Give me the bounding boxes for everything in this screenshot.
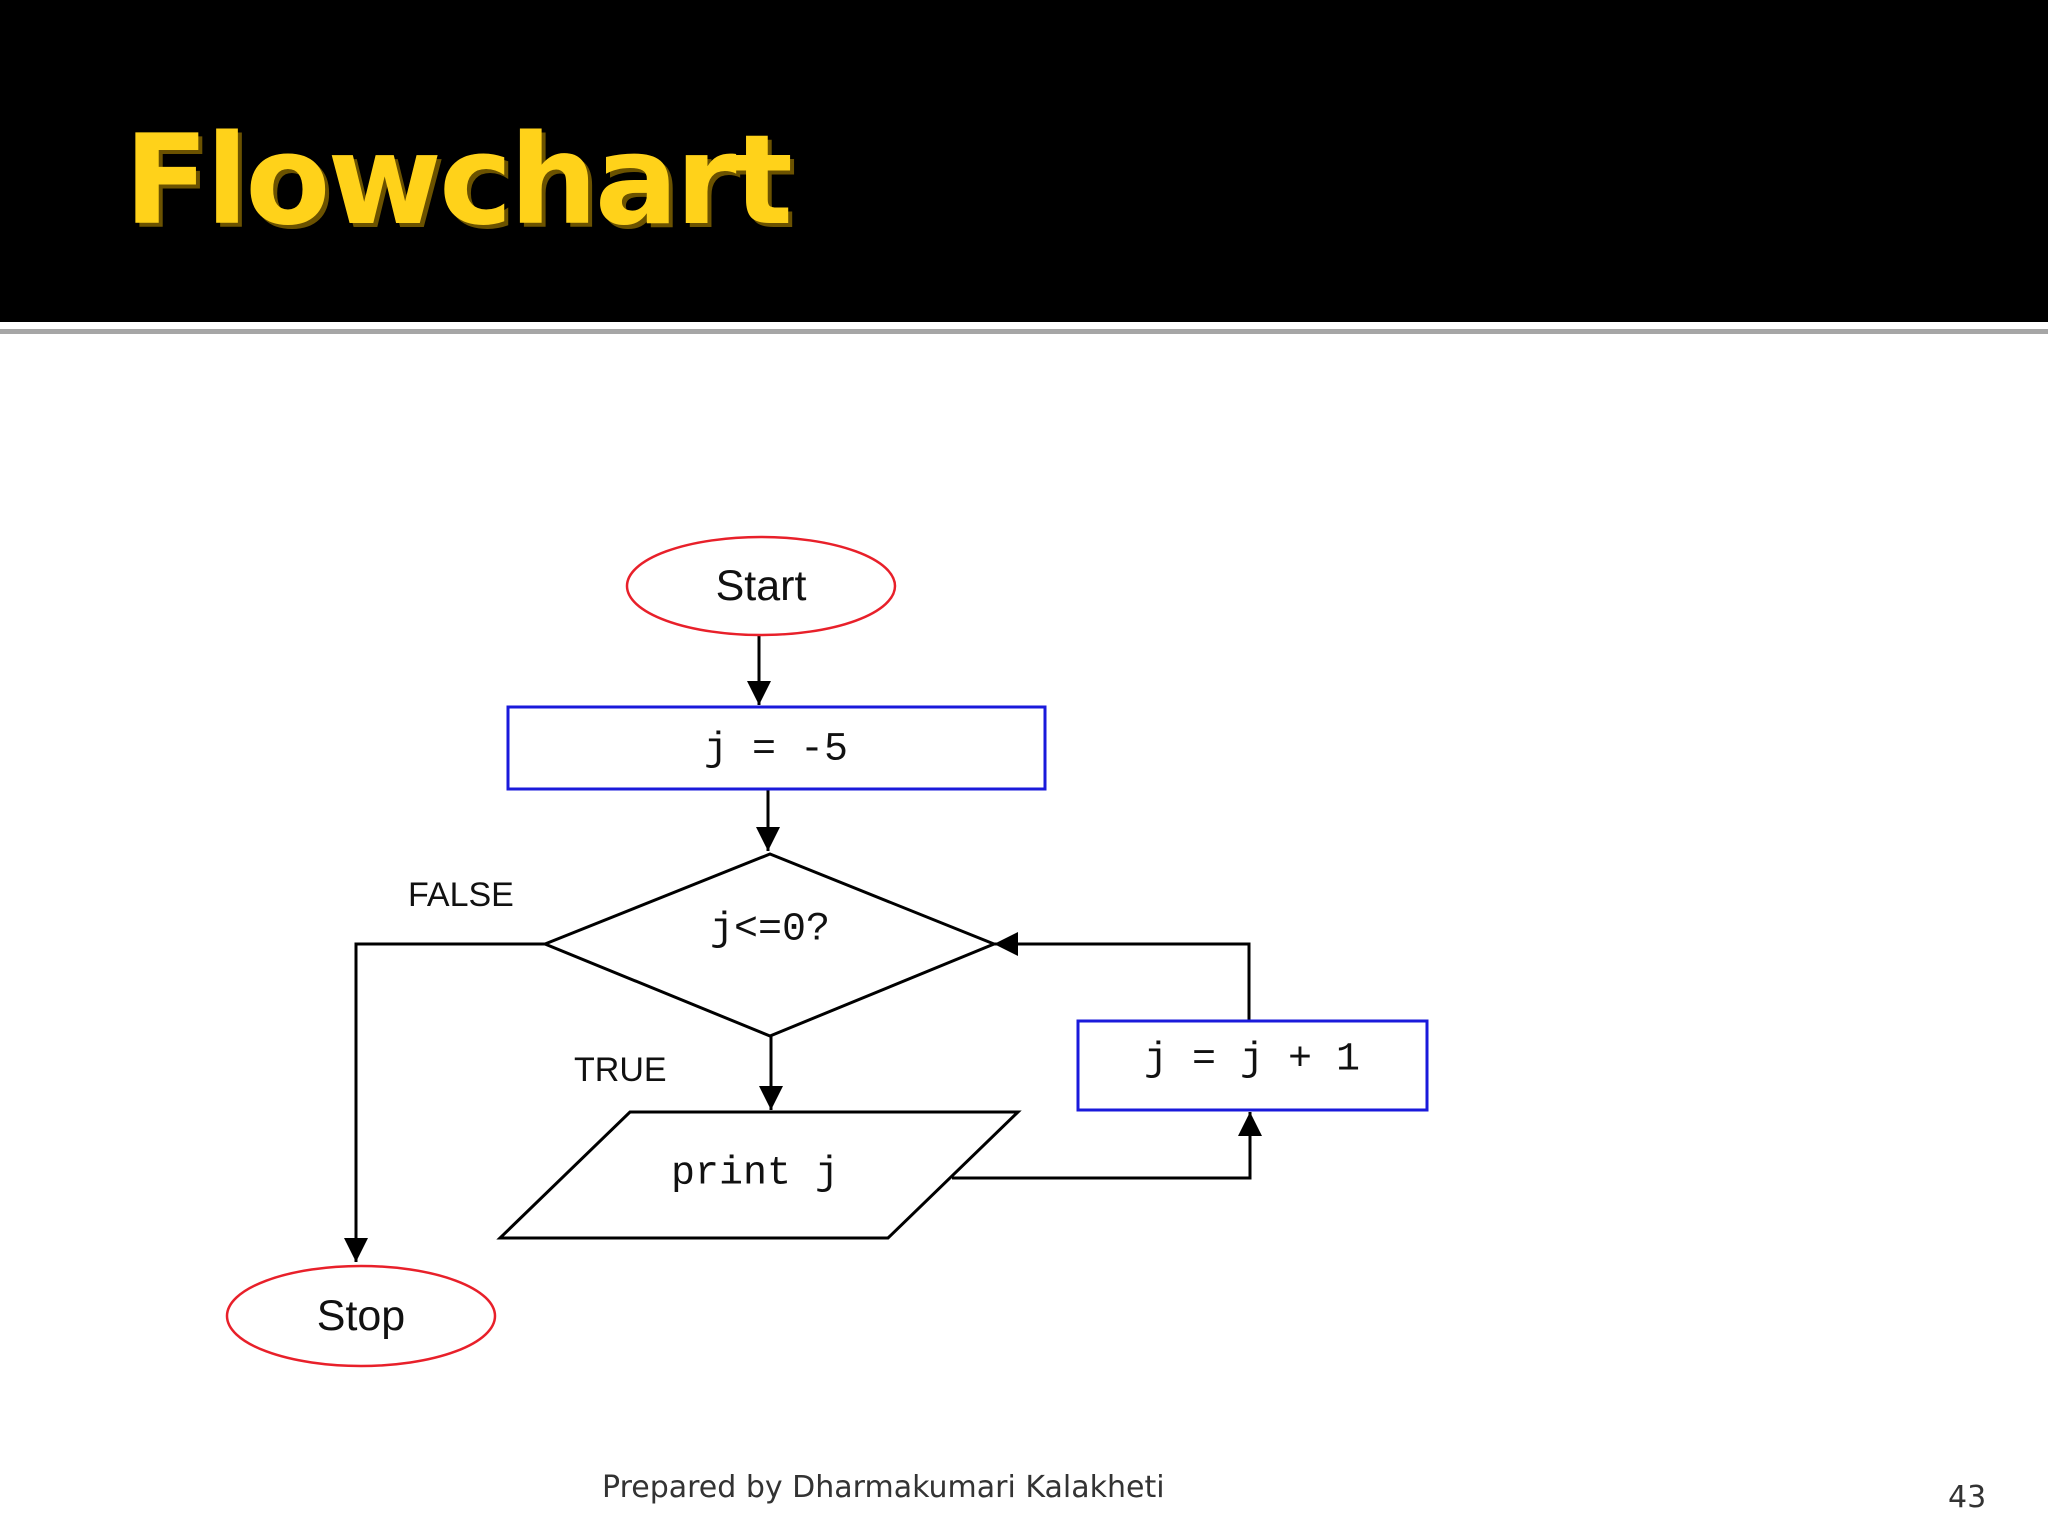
start-node-label: Start [716,562,807,610]
footer-credit: Prepared by Dharmakumari Kalakheti [602,1470,1165,1505]
init-process-label: j = -5 [704,728,848,773]
true-branch-label: TRUE [574,1051,667,1089]
title-divider [0,329,2048,334]
increment-process-label: j = j + 1 [1144,1038,1360,1083]
increment-process-node: j = j + 1 [1076,1019,1429,1112]
start-node: Start [625,535,897,637]
title-bar [0,0,2048,322]
page-number: 43 [1948,1480,1987,1515]
decision-node: j<=0? [540,852,998,1038]
slide-title: Flowchart [124,109,793,253]
output-label: print j [671,1152,839,1197]
edge-decision-to-output [759,1035,783,1110]
stop-node-label: Stop [317,1292,405,1340]
edge-init-to-decision [756,790,780,851]
init-process-node: j = -5 [506,705,1047,791]
stop-node: Stop [225,1264,497,1368]
edge-start-to-init [747,634,771,705]
decision-label: j<=0? [710,908,830,953]
false-branch-label: FALSE [408,876,514,914]
edge-decision-to-stop [344,942,545,1262]
edge-output-to-increment [952,1112,1262,1180]
edge-increment-to-decision [994,932,1251,1020]
output-node: print j [496,1110,1022,1240]
